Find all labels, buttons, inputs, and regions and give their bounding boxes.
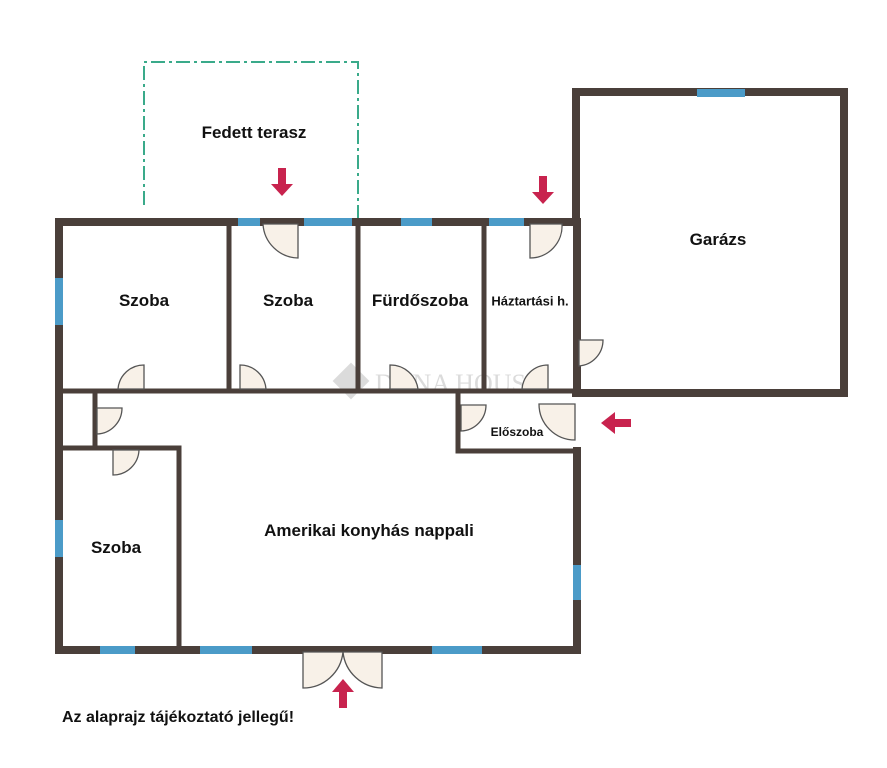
windows [55, 89, 745, 654]
label-terrace: Fedett terasz [201, 123, 307, 142]
label-bathroom: Fürdőszoba [371, 291, 469, 310]
arrow-down-icon [271, 168, 293, 196]
label-utility: Háztartási h. [491, 293, 569, 309]
doors [96, 223, 604, 689]
terrace-outline [143, 61, 359, 222]
label-room-3: Szoba [90, 538, 142, 557]
arrow-left-icon [601, 412, 631, 434]
label-hall: Előszoba [490, 425, 544, 439]
label-garage: Garázs [689, 230, 747, 249]
label-room-1: Szoba [118, 291, 170, 310]
label-room-2: Szoba [262, 291, 314, 310]
duna-house-logo: DUNA HOUSE [332, 362, 542, 400]
label-living: Amerikai konyhás nappali [264, 521, 474, 540]
arrow-up-icon [332, 679, 354, 708]
entrance-arrows [271, 168, 631, 708]
arrow-down-icon [532, 176, 554, 204]
disclaimer: Az alaprajz tájékoztató jellegű! [61, 709, 295, 726]
